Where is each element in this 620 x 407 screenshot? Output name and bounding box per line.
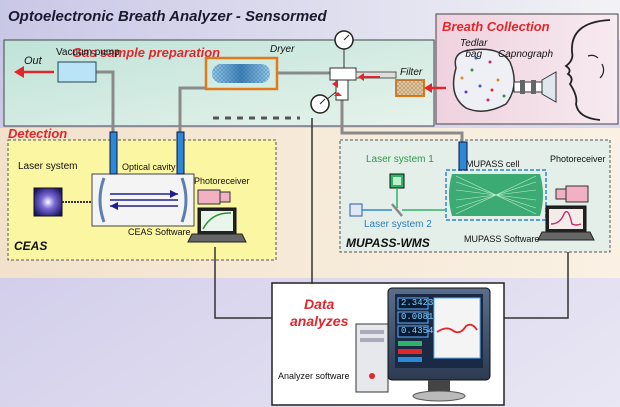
ceas-laser	[33, 187, 63, 217]
ceas-laser-label: Laser system	[18, 161, 78, 172]
optical-cavity-label: Optical cavity	[122, 162, 176, 172]
valve-assembly	[310, 30, 397, 114]
data-cables	[214, 118, 569, 319]
analyzer-tower	[355, 323, 389, 393]
analyzer-readout-3: 0.4354	[401, 326, 434, 336]
analyzer-readout-1: 2.3423	[401, 298, 434, 308]
section-gas-sample-preparation: Gas sample preparation	[72, 45, 221, 60]
mupass-photoreceiver	[565, 185, 589, 203]
filter-label: Filter	[400, 67, 423, 78]
tedlar-bag-label: Tedlar bag	[460, 38, 488, 60]
section-breath-collection: Breath Collection	[442, 19, 550, 34]
section-data-analyzes: Data analyzes	[290, 296, 349, 329]
capnograph	[513, 81, 543, 93]
face-profile	[564, 19, 611, 121]
ceas-photoreceiver	[197, 189, 221, 205]
ceas-photoreceiver-label: Photoreceiver	[194, 176, 250, 186]
out-arrow	[14, 66, 54, 78]
mupass-photoreceiver-label: Photoreceiver	[550, 154, 606, 164]
section-detection: Detection	[8, 126, 68, 141]
vacuum-pump	[57, 61, 97, 83]
mupass-cell	[445, 169, 547, 221]
dryer-label: Dryer	[270, 44, 295, 55]
mupass-laser-1-label: Laser system 1	[366, 154, 434, 165]
mupass-laser-2	[349, 203, 363, 217]
capnograph-label: Capnograph	[498, 49, 554, 60]
page-title: Optoelectronic Breath Analyzer - Sensorm…	[8, 8, 327, 25]
mupass-software-label: MUPASS Software	[464, 234, 540, 244]
gas-tubes	[96, 70, 464, 150]
dryer-frame	[204, 56, 279, 91]
mupass-name: MUPASS-WMS	[346, 236, 430, 250]
ceas-software-label: CEAS Software	[128, 227, 191, 237]
analyzer-readout-2: 0.0081	[401, 312, 434, 322]
out-label: Out	[24, 55, 42, 67]
ceas-name: CEAS	[14, 239, 48, 253]
vacuum-pump-label: Vacuum pump	[56, 47, 120, 58]
mupass-laser-2-label: Laser system 2	[364, 219, 432, 230]
mupass-cell-label: MUPASS cell	[466, 159, 520, 169]
analyzer-software-label: Analyzer software	[278, 371, 350, 381]
